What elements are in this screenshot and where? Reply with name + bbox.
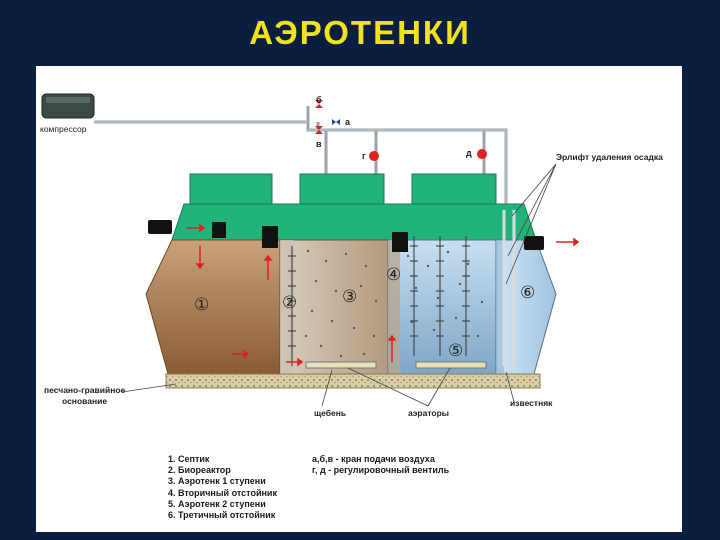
legend-item: г, д - регулировочный вентиль: [312, 465, 450, 476]
bottom-callouts: [121, 367, 515, 407]
legend-item: а,б,в - кран подачи воздуха: [312, 454, 435, 464]
valve-d-label: д: [466, 148, 472, 158]
chamber-6-number: ⑥: [520, 283, 535, 302]
legend-item: 1. Септик: [168, 454, 210, 464]
airlift-label: Эрлифт удаления осадка: [556, 152, 663, 162]
valve-b-label: б: [316, 95, 322, 105]
valve-a-label: а: [345, 117, 351, 127]
legend-item: 6. Третичный отстойник: [168, 510, 276, 521]
inlet-outlet: [148, 220, 544, 252]
tank-body: [145, 239, 557, 375]
legend-left: 1. Септик 2. Биореактор 3. Аэротенк 1 ст…: [168, 454, 277, 521]
compressor-label: компрессор: [40, 124, 87, 134]
gravel-base: [165, 373, 541, 389]
aerators: [305, 361, 487, 369]
valve-v-label: в: [316, 139, 322, 149]
limestone-label: известняк: [510, 398, 553, 408]
valves: б а в г д: [315, 95, 487, 161]
compressor: компрессор: [40, 93, 95, 134]
valve-g-label: г: [362, 151, 366, 161]
chamber-numbers: ① ② ③ ④ ⑤ ⑥: [194, 265, 535, 360]
base-label-line1: песчано-гравийное: [44, 385, 126, 395]
air-bubbles: [304, 249, 484, 358]
chamber-3-number: ③: [342, 287, 357, 306]
chamber-2-number: ②: [282, 293, 297, 312]
legend-item: 4. Вторичный отстойник: [168, 487, 277, 498]
legend-right: а,б,в - кран подачи воздуха г, д - регул…: [312, 454, 449, 476]
airlift-callout: Эрлифт удаления осадка: [505, 152, 663, 285]
chamber-1-number: ①: [194, 295, 209, 314]
legend-item: 5. Аэротенк 2 ступени: [168, 498, 266, 509]
page-title: АЭРОТЕНКИ: [249, 14, 471, 51]
biofilm-loads: [288, 236, 470, 366]
chamber-4-number: ④: [386, 265, 401, 284]
gravel-label: щебень: [314, 408, 346, 418]
chamber-5-number: ⑤: [448, 341, 463, 360]
aerators-label: аэраторы: [408, 408, 449, 418]
tank-top: [171, 203, 537, 241]
airlift-tubes: [502, 210, 516, 366]
legend-item: 2. Биореактор: [168, 465, 231, 476]
tank-hatches: [189, 173, 497, 205]
diagram-panel: компрессор б а в г д: [36, 66, 682, 532]
aerotank-diagram: компрессор б а в г д: [40, 93, 663, 418]
flow-arrows: [186, 223, 580, 367]
legend-item: 3. Аэротенк 1 ступени: [168, 476, 266, 487]
base-label-line2: основание: [62, 396, 107, 406]
